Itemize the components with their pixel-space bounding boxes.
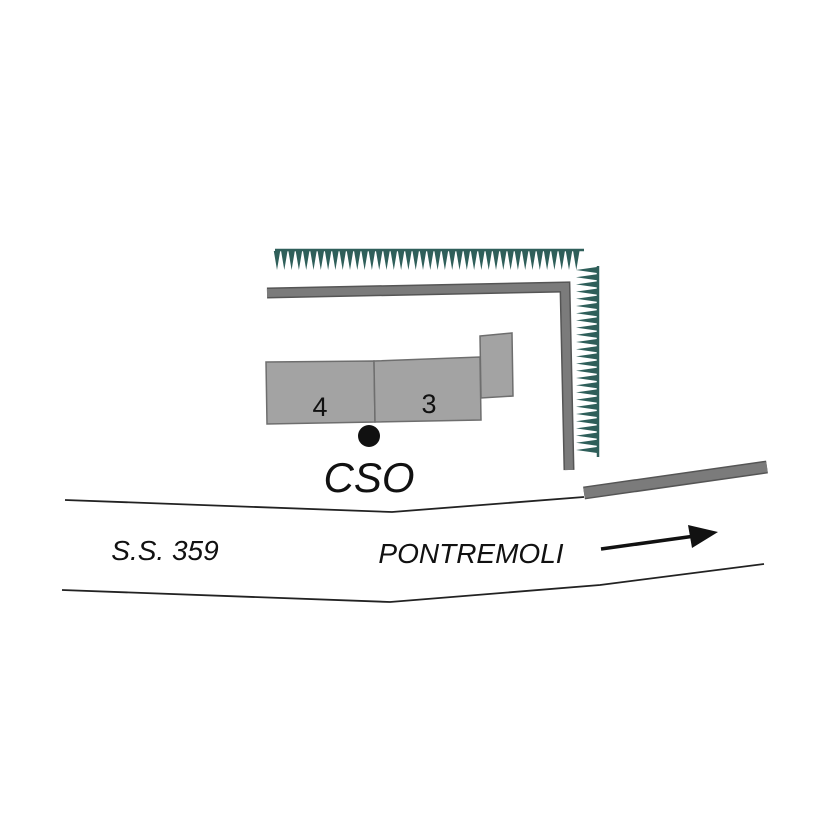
escarpment-tooth <box>576 288 597 295</box>
escarpment-tooth <box>449 251 456 270</box>
road-name-label: S.S. 359 <box>111 535 218 566</box>
building-3-label: 3 <box>421 389 436 419</box>
escarpment-tooth <box>281 251 288 270</box>
escarpment-tooth <box>576 353 597 360</box>
escarpment-tooth <box>500 251 507 270</box>
escarpment-tooth <box>376 251 383 270</box>
escarpment-tooth <box>397 251 405 270</box>
escarpment-tooth <box>324 251 332 270</box>
escarpment-tooth <box>485 251 492 270</box>
escarpment-tooth <box>419 251 427 270</box>
escarpment-tooth <box>576 367 597 374</box>
escarpment-tooth <box>310 251 317 270</box>
escarpment-tooth <box>303 251 310 270</box>
station-label: CSO <box>323 454 414 501</box>
escarpment-tooth <box>288 251 295 270</box>
escarpment-tooth <box>576 411 597 417</box>
escarpment-tooth <box>339 251 346 270</box>
escarpment-tooth <box>470 251 478 270</box>
escarpment-tooth <box>576 317 597 324</box>
escarpment-tooth <box>427 251 434 270</box>
road-edge-south <box>61 563 765 603</box>
escarpment-tooth <box>576 267 597 273</box>
escarpment-tooth <box>478 251 485 270</box>
escarpment-tooth <box>576 360 597 367</box>
escarpment-tooth <box>368 251 376 270</box>
station-marker <box>358 425 380 447</box>
escarpment-tooth <box>441 251 449 270</box>
escarpment-tooth <box>576 331 597 338</box>
escarpment-tooth <box>576 274 597 281</box>
escarpment-tooth <box>354 251 361 270</box>
escarpment-tooth <box>576 403 597 410</box>
escarpment-tooth <box>529 251 536 270</box>
escarpment-tooth <box>317 251 324 270</box>
escarpment-tooth <box>332 251 339 270</box>
escarpment-tooth <box>576 375 597 381</box>
arrow-right-icon <box>600 525 718 551</box>
escarpment-tooth <box>536 251 543 270</box>
escarpment-tooth <box>565 251 573 270</box>
building-4-label: 4 <box>312 392 327 422</box>
escarpment-tooth <box>576 303 597 309</box>
escarpment-tooth <box>576 324 597 331</box>
boundary-wall-upper-fill <box>266 282 573 471</box>
escarpment-tooth <box>576 439 597 446</box>
escarpment-right <box>576 266 600 457</box>
escarpment-tooth <box>383 251 390 270</box>
escarpment-tooth <box>522 251 529 270</box>
escarpment-tooth <box>405 251 412 270</box>
escarpment-tooth <box>576 281 597 288</box>
escarpment-tooth <box>576 310 597 317</box>
escarpment-tooth <box>463 251 470 270</box>
escarpment-tooth <box>558 251 565 270</box>
direction-label: PONTREMOLI <box>378 538 563 569</box>
escarpment-tooth <box>434 251 441 270</box>
escarpment-tooth <box>412 251 419 270</box>
escarpment-tooth <box>576 447 597 453</box>
boundary-wall-right-fill <box>583 462 768 498</box>
escarpment-tooth <box>390 251 397 270</box>
escarpment-tooth <box>551 251 558 270</box>
escarpment-tooth <box>346 251 354 270</box>
escarpment-tooth <box>576 396 597 403</box>
escarpment-tooth <box>543 251 551 270</box>
escarpment-tooth <box>295 251 303 270</box>
escarpment-tooth <box>576 432 597 439</box>
escarpment-tooth <box>576 425 597 432</box>
escarpment-tooth <box>507 251 514 270</box>
escarpment-tooth <box>576 418 597 425</box>
escarpment-tooth <box>576 346 597 353</box>
escarpment-tooth <box>573 251 580 270</box>
escarpment-tooth <box>492 251 500 270</box>
escarpment-tooth <box>273 251 281 270</box>
escarpment-tooth <box>456 251 463 270</box>
road-edge-north <box>64 496 585 513</box>
escarpment-tooth <box>576 339 597 345</box>
escarpment-tooth <box>514 251 522 270</box>
building-3 <box>373 356 482 423</box>
escarpment-tooth <box>576 382 597 389</box>
escarpment-top <box>273 248 584 270</box>
escarpment-tooth <box>576 295 597 302</box>
escarpment-tooth <box>576 389 597 396</box>
building-3-annex <box>479 332 514 399</box>
escarpment-tooth <box>361 251 368 270</box>
